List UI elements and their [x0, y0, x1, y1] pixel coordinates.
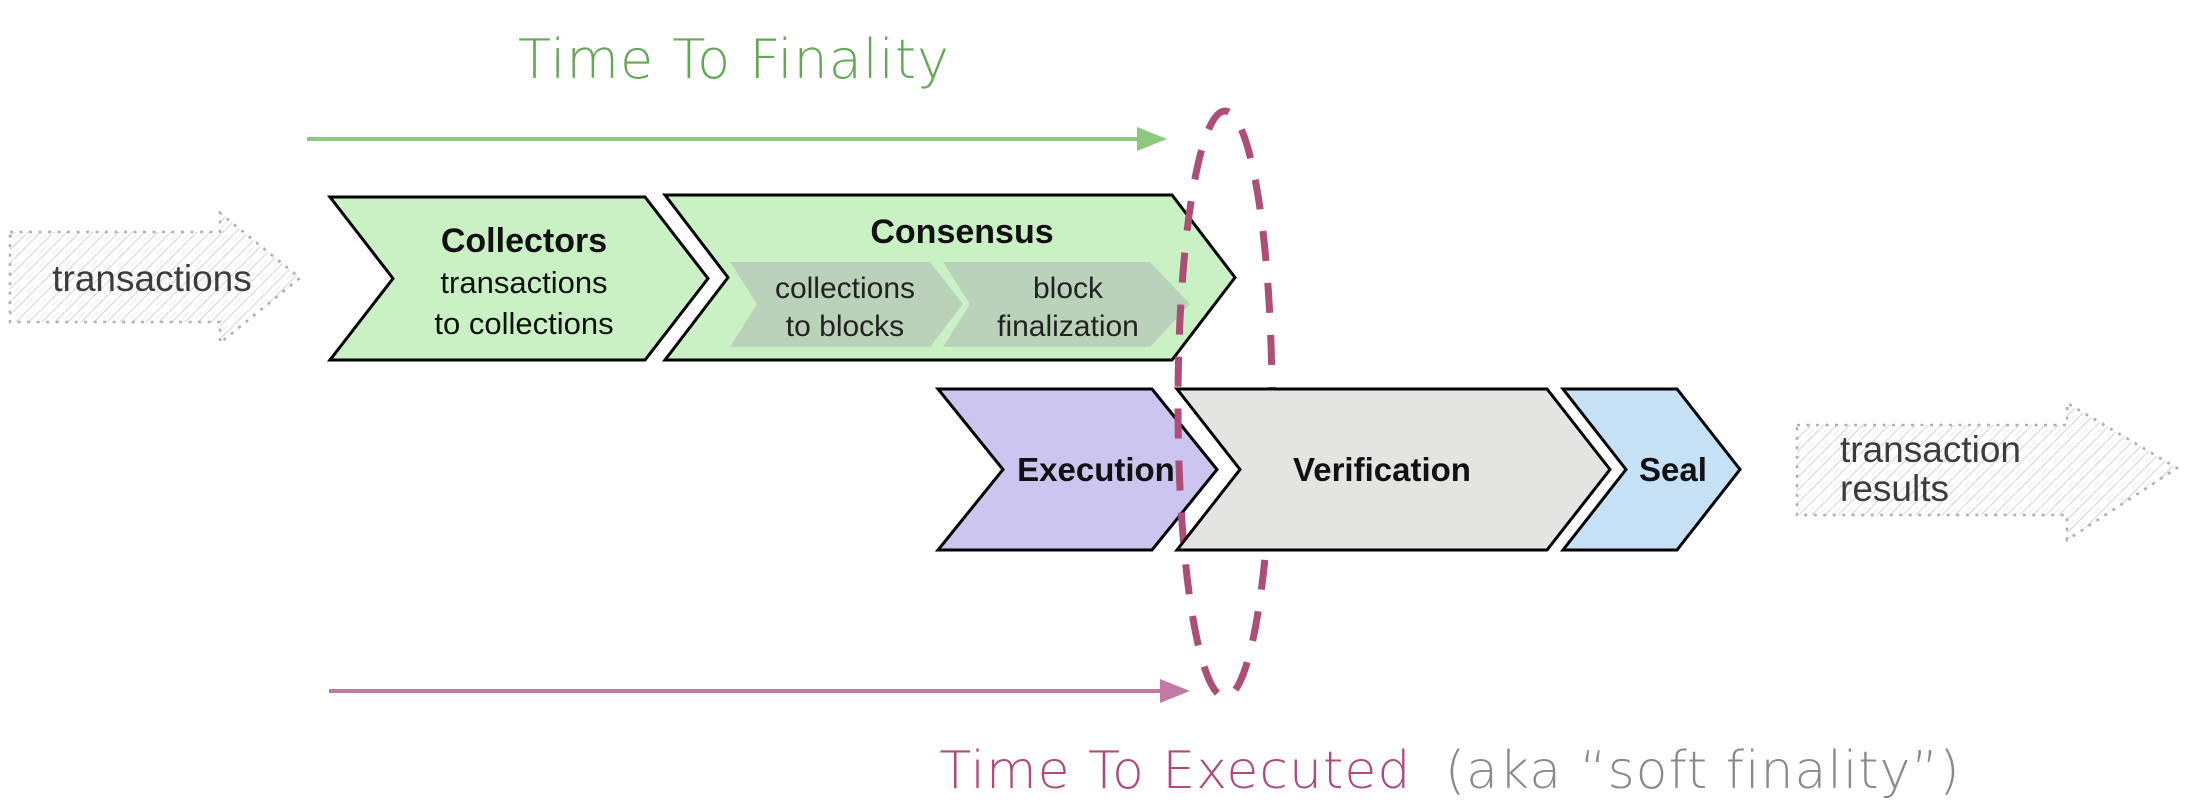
consensus-substage2-line2: finalization — [997, 310, 1139, 343]
input-transactions-arrow: transactions — [8, 210, 303, 346]
input-arrow-hatch — [10, 213, 300, 343]
output-arrow-hatch — [1797, 403, 2177, 540]
stage-execution: Execution — [934, 387, 1219, 552]
time-to-finality-arrow — [307, 127, 1167, 151]
soft-finality-note: (aka “soft finality”) — [1445, 741, 1961, 801]
stage-seal: Seal — [1559, 387, 1742, 552]
consensus-title: Consensus — [870, 213, 1053, 251]
execution-title: Execution — [1017, 451, 1175, 488]
consensus-substage2-chevron — [943, 262, 1190, 347]
time-to-executed-title: Time To Executed — [939, 741, 1411, 801]
output-transaction-results-arrow: transaction results — [1795, 400, 2180, 543]
execution-chevron — [934, 387, 1219, 552]
consensus-substage2-line1: block — [1033, 272, 1104, 305]
collectors-desc-line2: to collections — [434, 306, 613, 341]
seal-title: Seal — [1639, 451, 1707, 488]
stage-collectors: Collectors transactions to collections — [326, 195, 710, 362]
verification-title: Verification — [1293, 451, 1471, 488]
collectors-title: Collectors — [441, 222, 607, 260]
seal-chevron — [1559, 387, 1742, 552]
output-arrow-label-line1: transaction — [1840, 429, 2021, 470]
time-to-finality-title: Time To Finality — [518, 28, 950, 91]
input-arrow-label: transactions — [52, 258, 252, 299]
output-arrow-outline-icon — [1795, 400, 2180, 543]
finality-arrowhead-icon — [1137, 127, 1167, 151]
consensus-substage1-line1: collections — [775, 272, 915, 305]
collectors-chevron — [326, 195, 710, 362]
time-to-executed-caption: Time To Executed (aka “soft finality”) — [939, 741, 1960, 801]
executed-arrowhead-icon — [1160, 679, 1190, 703]
time-to-executed-arrow — [329, 679, 1190, 703]
consensus-substage1-chevron — [730, 262, 963, 347]
output-arrow-label-line2: results — [1840, 468, 1949, 509]
verification-chevron — [1173, 387, 1612, 552]
consensus-substage1-line2: to blocks — [786, 310, 904, 343]
stage-verification: Verification — [1173, 387, 1612, 552]
stage-consensus: Consensus collections to blocks block fi… — [661, 193, 1237, 362]
collectors-desc-line1: transactions — [440, 265, 607, 300]
